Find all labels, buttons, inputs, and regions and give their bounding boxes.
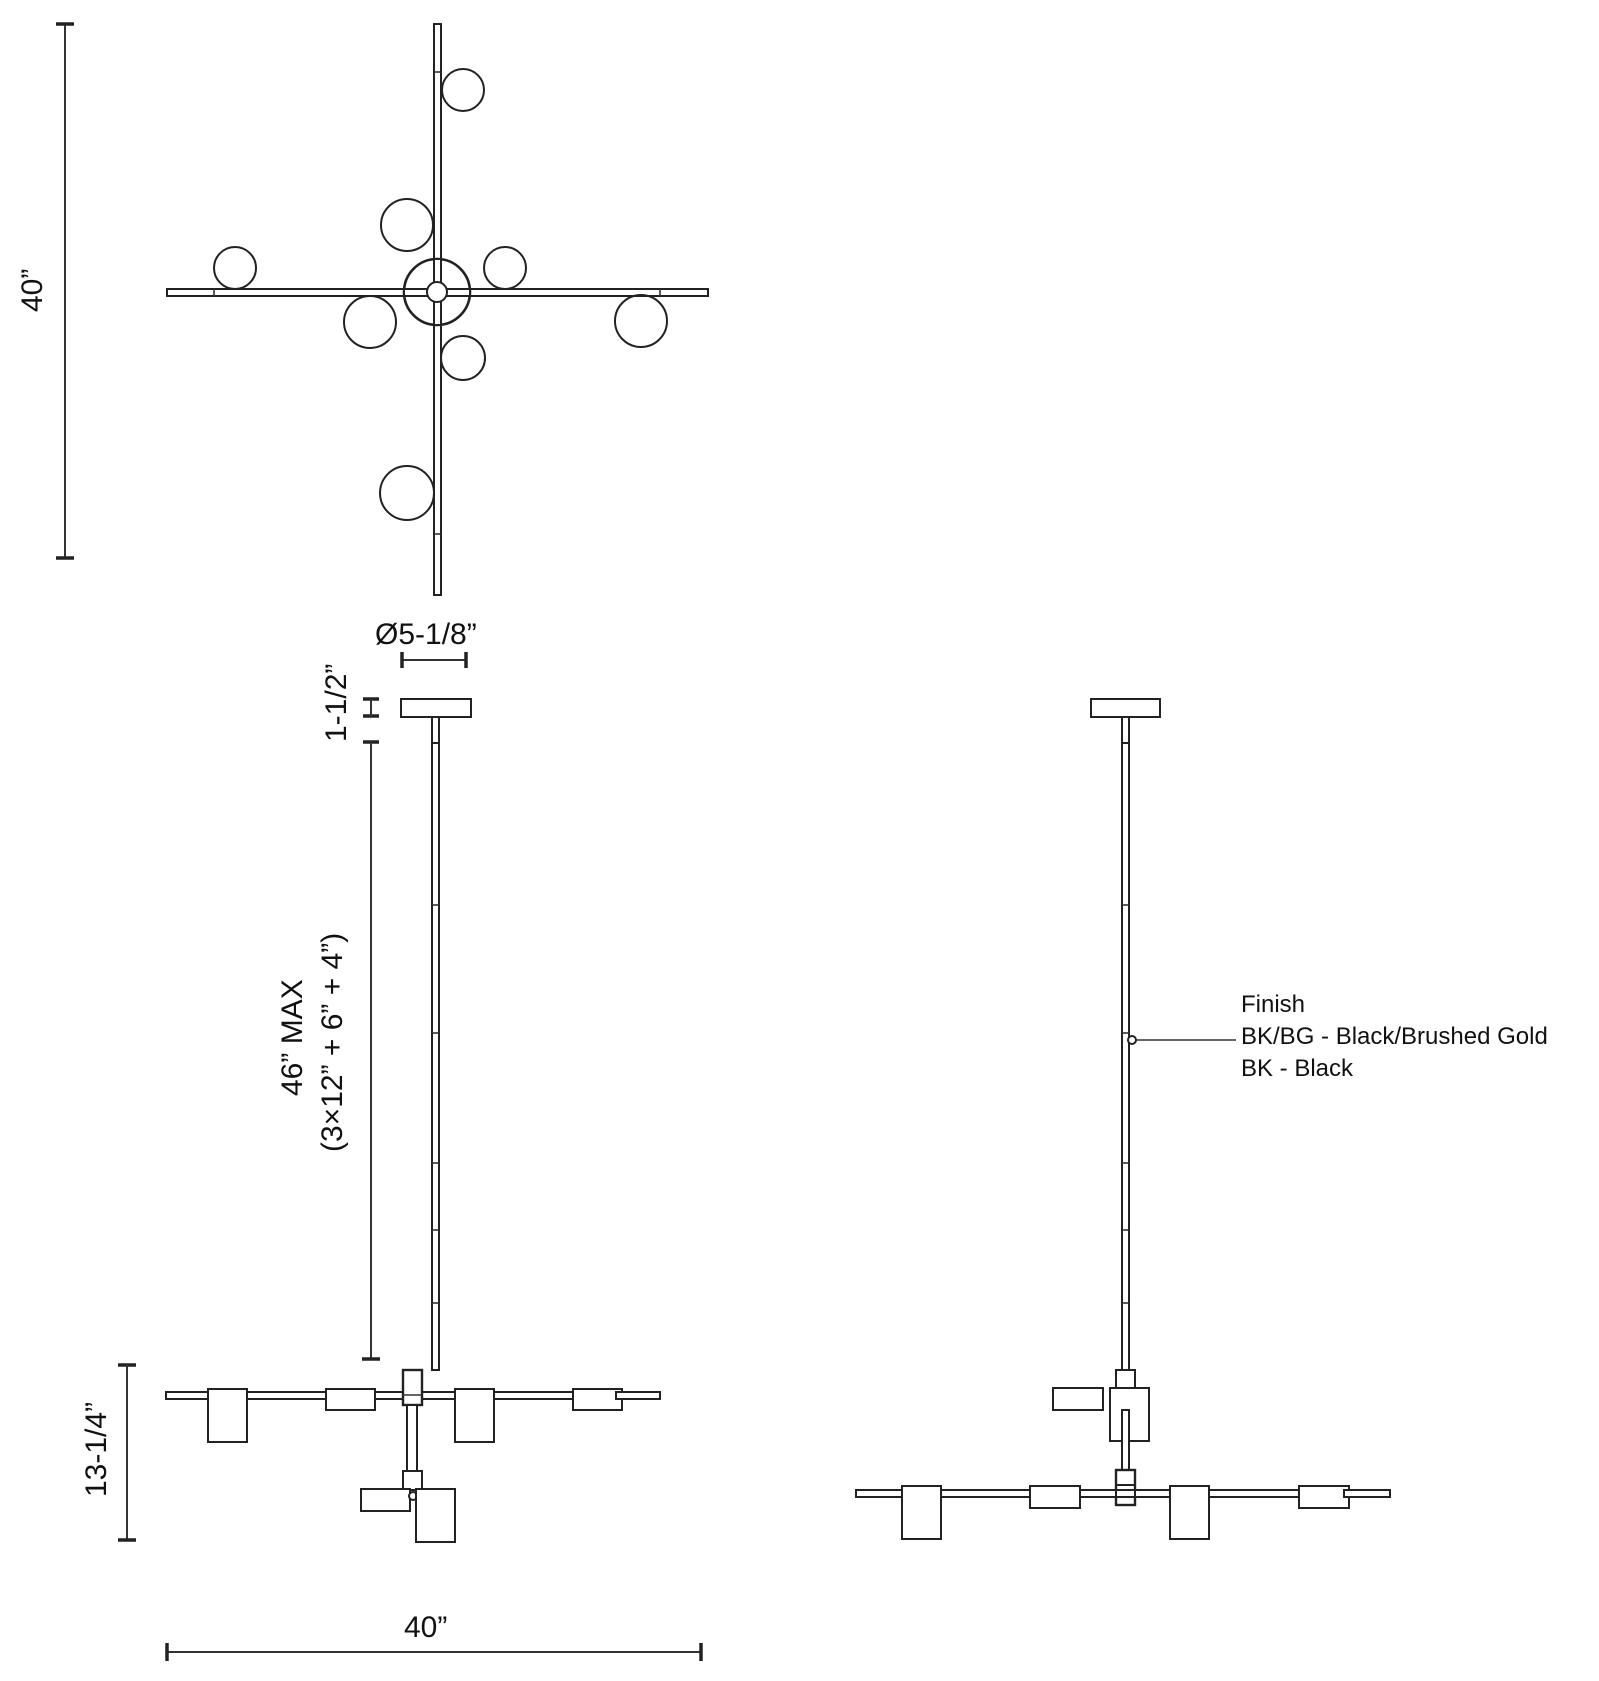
plan-height-label: 40”: [16, 268, 49, 312]
max-drop-label: 46” MAX: [276, 979, 309, 1096]
finish-option-bk: BK - Black: [1241, 1055, 1354, 1082]
max-drop-formula-label: (3×12” + 6” + 4”): [316, 932, 349, 1152]
side-elevation: [855, 698, 1391, 1540]
canopy-height-label: 1-1/2”: [320, 663, 353, 742]
plan-view: [56, 22, 709, 596]
fixture-height-label: 13-1/4”: [80, 1401, 113, 1497]
finish-title: Finish: [1241, 991, 1306, 1018]
finish-option-bk-bg: BK/BG - Black/Brushed Gold: [1241, 1023, 1548, 1050]
front-elevation: [118, 652, 703, 1661]
finish-note: Finish BK/BG - Black/Brushed Gold BK - B…: [1241, 989, 1548, 1085]
canopy-diameter-label: Ø5-1/8”: [375, 618, 477, 651]
fixture-width-label: 40”: [404, 1611, 448, 1644]
